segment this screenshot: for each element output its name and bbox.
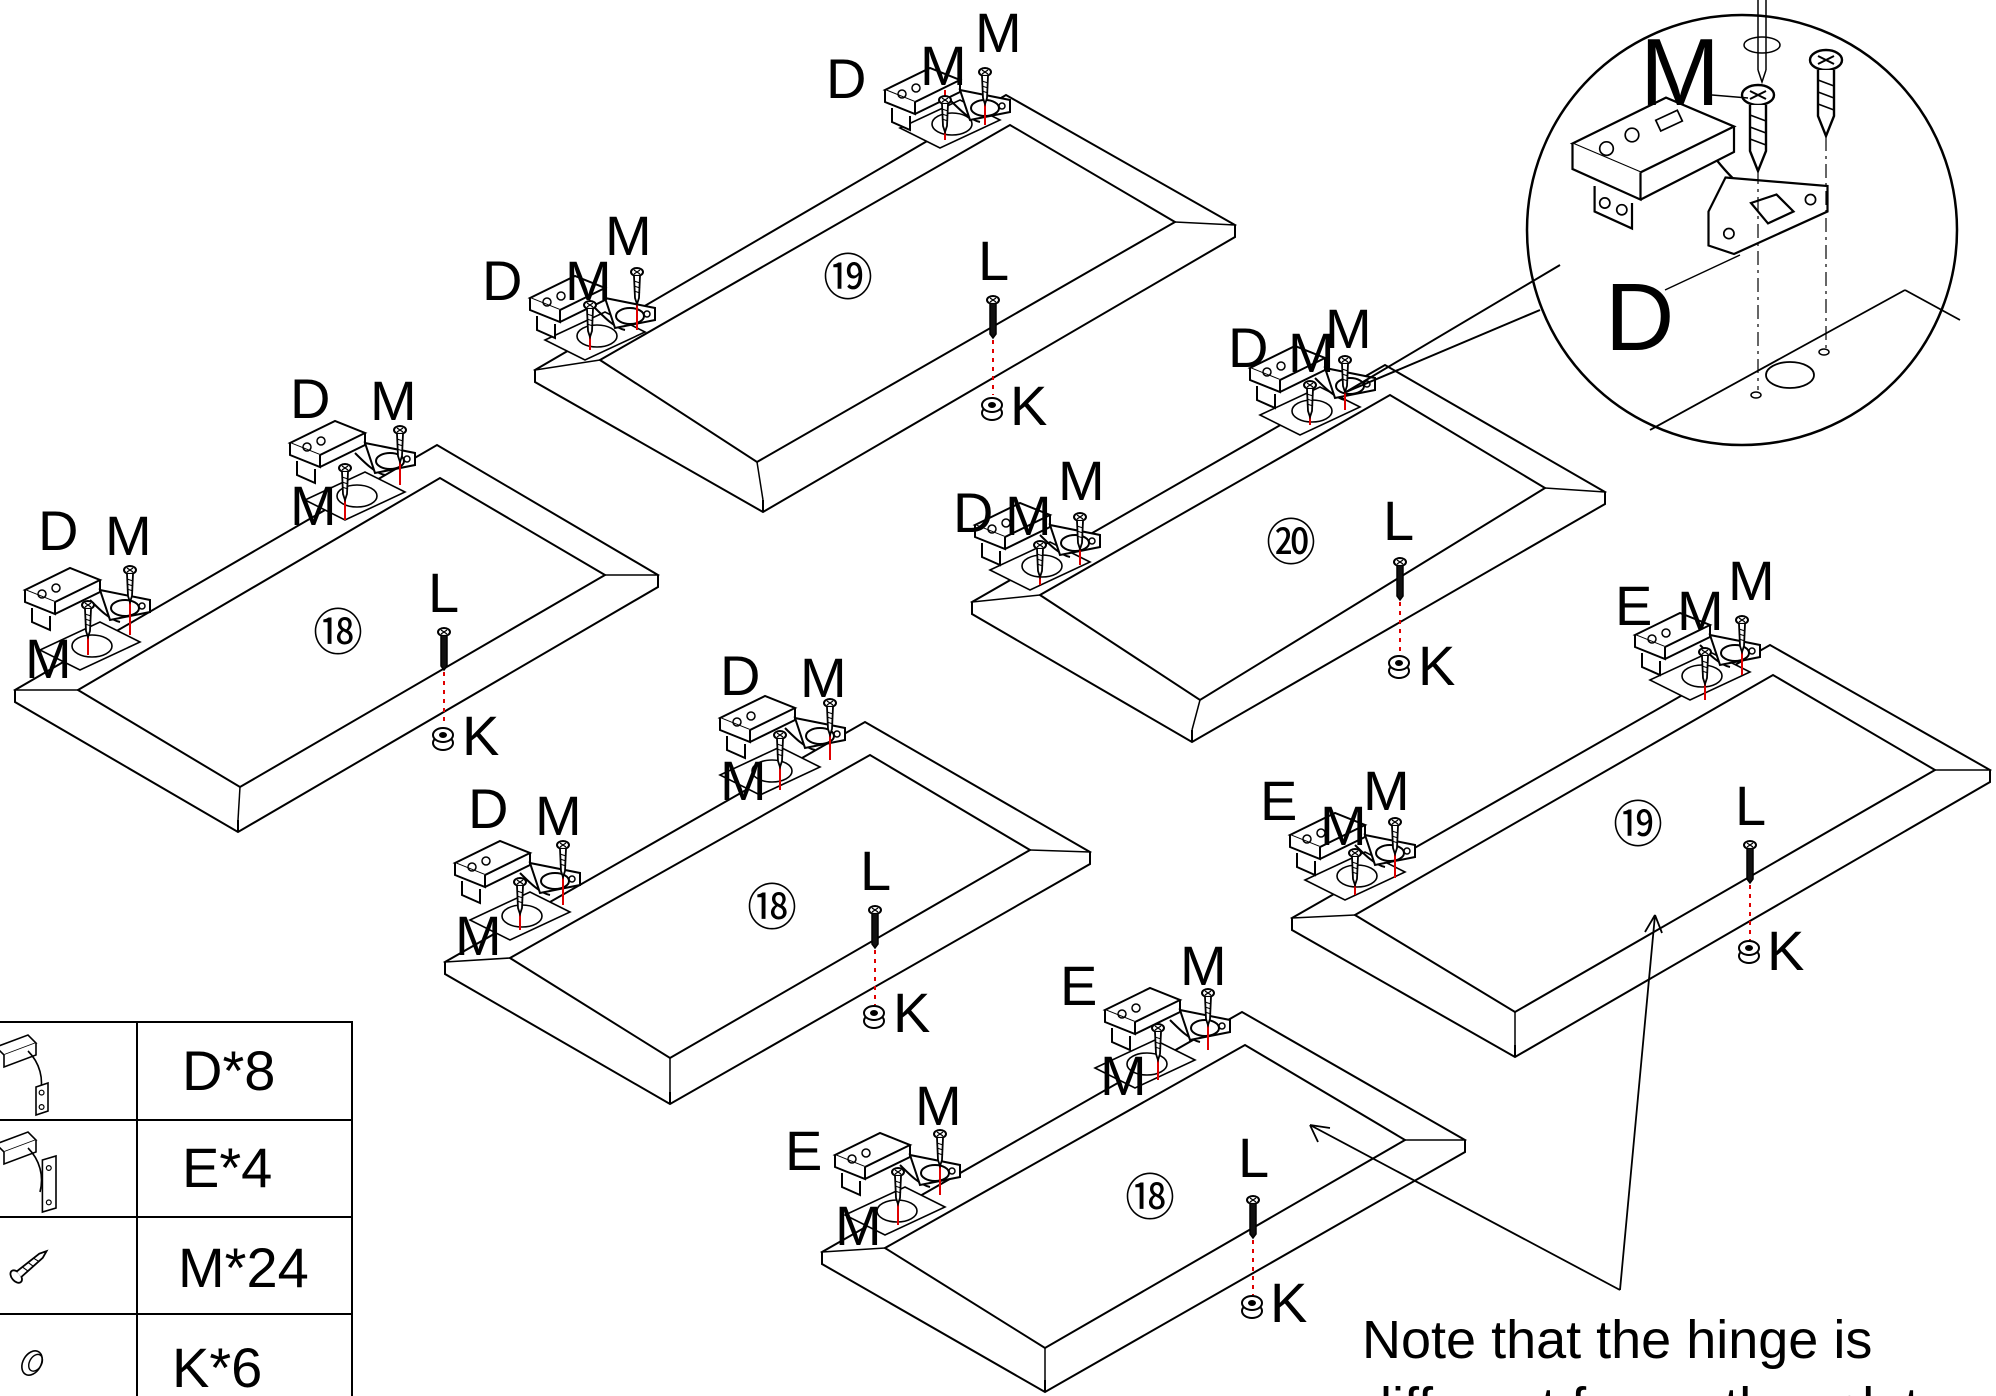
note-line-2: different from other plate	[1362, 1377, 1949, 1396]
detail-label-d: D	[1605, 264, 1674, 371]
label-m: M	[975, 1, 1022, 64]
screw-icon	[630, 267, 644, 305]
label-m: M	[1058, 449, 1105, 512]
label-m: M	[835, 1194, 882, 1257]
label-m: M	[1320, 794, 1367, 857]
label-m: M	[605, 204, 652, 267]
panel-18-left	[13, 443, 660, 834]
knob-icon	[1388, 655, 1410, 679]
label-m: M	[370, 369, 417, 432]
label-k: K	[1418, 634, 1455, 697]
label-k: K	[1270, 1271, 1307, 1334]
label-m: M	[1005, 484, 1052, 547]
label-k: K	[1010, 374, 1047, 437]
label-d: D	[1228, 316, 1268, 379]
label-d: D	[38, 499, 78, 562]
label-e: E	[1060, 954, 1097, 1017]
screwdriver-icon	[1743, 0, 1781, 85]
knob-icon	[863, 1005, 885, 1029]
label-k: K	[893, 981, 930, 1044]
note-line-1: Note that the hinge is	[1362, 1310, 1872, 1370]
knob-icon	[21, 1350, 44, 1376]
label-m: M	[25, 627, 72, 690]
hinge-d-icon	[0, 1034, 49, 1117]
detail-callout: M D	[1345, 0, 1961, 447]
label-l: L	[1238, 1126, 1269, 1189]
panel-number: ⑳	[1266, 515, 1316, 571]
label-m: M	[1728, 549, 1775, 612]
label-d: D	[290, 367, 330, 430]
knob-icon	[432, 727, 454, 751]
label-m: M	[565, 249, 612, 312]
label-l: L	[860, 839, 891, 902]
screw-icon	[9, 1249, 49, 1284]
label-l: L	[978, 229, 1009, 292]
label-d: D	[953, 481, 993, 544]
label-m: M	[1363, 759, 1410, 822]
panel-18-bottom	[819, 1010, 1468, 1394]
part-labels: D M M D M M L K D M M D M M L K D M M D …	[25, 1, 1804, 1334]
label-d: D	[826, 47, 866, 110]
panel-numbers: ⑲ ⑱ ⑳ ⑱ ⑲ ⑱	[313, 250, 1663, 1226]
label-m: M	[105, 504, 152, 567]
panel-18-center	[442, 720, 1093, 1106]
panel-number: ⑲	[1613, 797, 1663, 853]
label-e: E	[1260, 769, 1297, 832]
parts-table: D*8 E*4 M*24 K*6	[0, 1021, 353, 1396]
knob-icon	[981, 397, 1003, 421]
detail-label-m: M	[1640, 19, 1720, 126]
label-m: M	[800, 646, 847, 709]
label-m: M	[915, 1074, 962, 1137]
label-m: M	[1180, 934, 1227, 997]
panel-19-right	[1289, 643, 1993, 1059]
label-l: L	[1383, 489, 1414, 552]
hardware-layer	[24, 67, 1761, 1319]
label-m: M	[290, 474, 337, 537]
label-m: M	[1677, 579, 1724, 642]
parts-row-m: M*24	[178, 1236, 309, 1299]
label-m: M	[1288, 321, 1335, 384]
panel-number: ⑱	[1125, 1170, 1175, 1226]
label-k: K	[1767, 919, 1804, 982]
label-l: L	[1735, 774, 1766, 837]
panel-number: ⑲	[823, 250, 873, 306]
parts-row-e: E*4	[182, 1136, 272, 1199]
label-m: M	[535, 784, 582, 847]
label-m: M	[720, 749, 767, 812]
knob-icon	[1738, 940, 1760, 964]
panel-19-top	[532, 93, 1238, 514]
parts-row-d: D*8	[182, 1039, 275, 1102]
label-d: D	[720, 644, 760, 707]
label-l: L	[428, 561, 459, 624]
panel-number: ⑱	[313, 605, 363, 661]
label-e: E	[785, 1119, 822, 1182]
label-m: M	[1325, 297, 1372, 360]
note-leaders	[1309, 914, 1663, 1291]
parts-row-k: K*6	[172, 1336, 262, 1396]
panel-number: ⑱	[747, 880, 797, 936]
label-d: D	[482, 249, 522, 312]
label-m: M	[1100, 1044, 1147, 1107]
hinge-e-icon	[0, 1131, 57, 1214]
label-d: D	[468, 777, 508, 840]
label-m: M	[455, 904, 502, 967]
panel-20	[970, 363, 1608, 744]
label-m: M	[920, 34, 967, 97]
label-k: K	[462, 704, 499, 767]
label-e: E	[1615, 574, 1652, 637]
knob-icon	[1241, 1295, 1263, 1319]
